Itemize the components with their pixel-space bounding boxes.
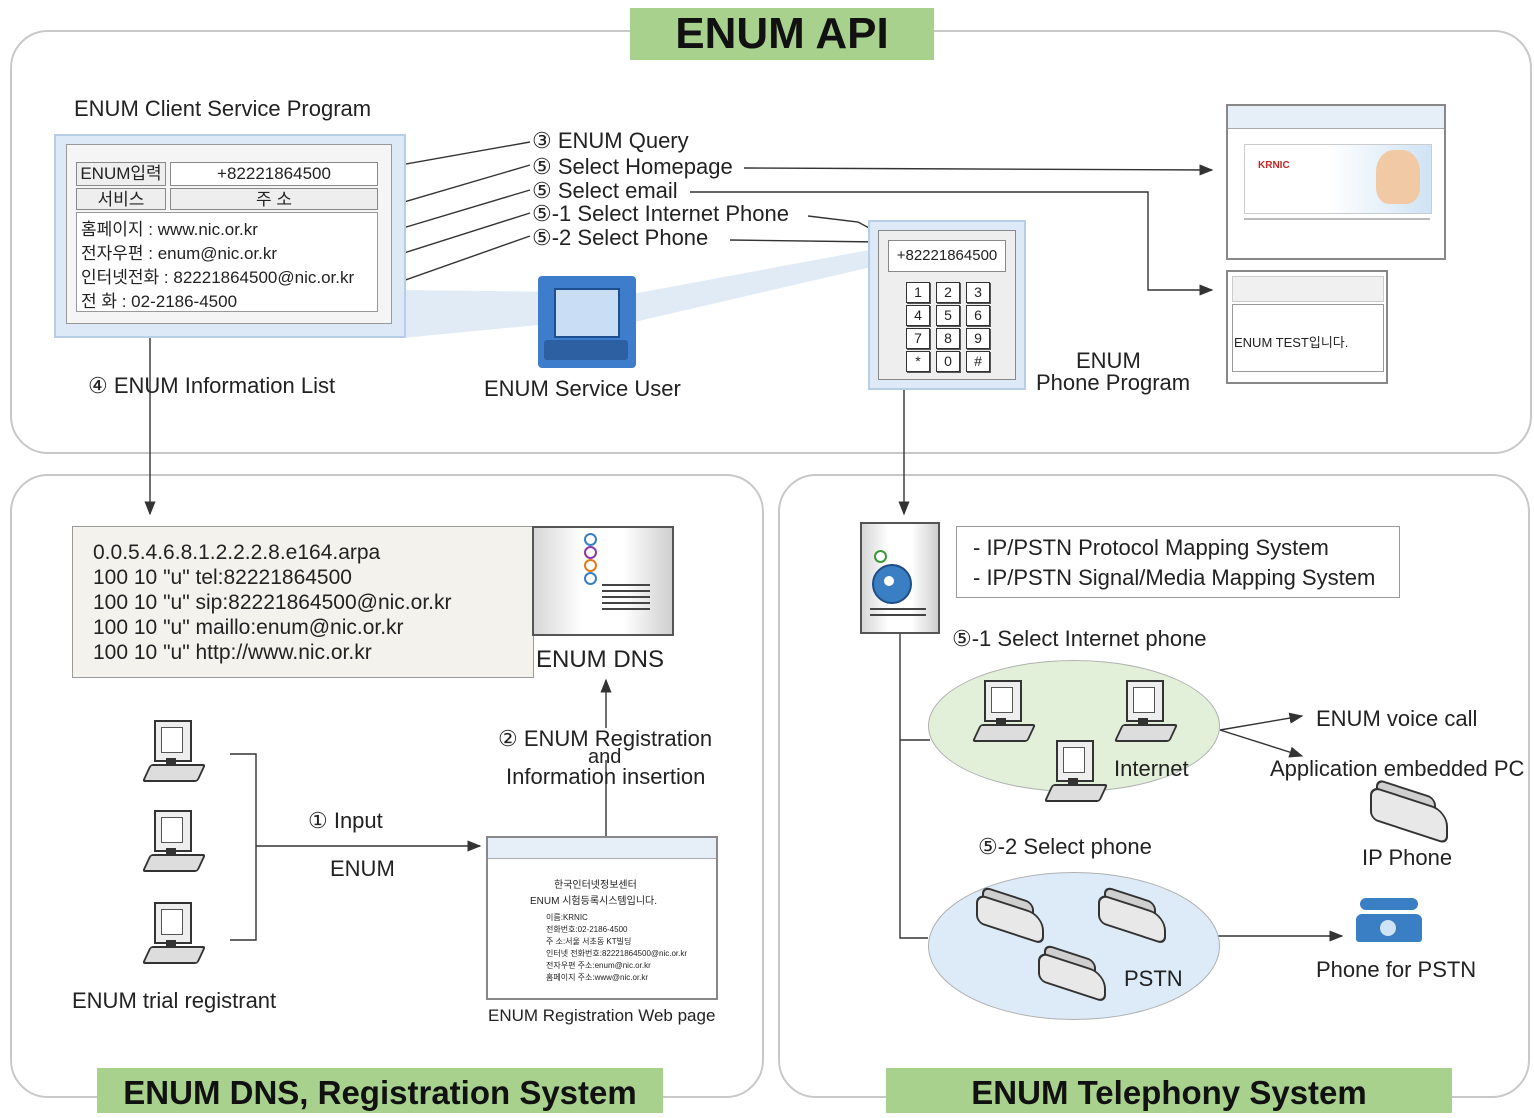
key-2[interactable]: 2	[936, 282, 960, 303]
mapping-system-box: - IP/PSTN Protocol Mapping System - IP/P…	[956, 526, 1400, 598]
mapping-line-1: - IP/PSTN Signal/Media Mapping System	[973, 565, 1376, 590]
reg-line-3: 전화번호:02-2186-4500	[546, 925, 628, 934]
phone-program: +82221864500 1 2 3 4 5 6 7 8 9 * 0 #	[868, 220, 1026, 390]
ip-phone-icon	[1370, 778, 1450, 845]
result-homepage[interactable]: 홈페이지 : www.nic.or.kr	[81, 220, 258, 239]
service-user-label: ENUM Service User	[484, 376, 681, 401]
pstn-phone-icon	[1098, 885, 1168, 946]
enum-input-field[interactable]: +82221864500	[170, 162, 378, 186]
dns-record-2: 100 10 "u" sip:82221864500@nic.or.kr	[93, 591, 452, 614]
dns-record-4: 100 10 "u" http://www.nic.or.kr	[93, 641, 372, 664]
reg-line-1: ENUM 시험등록시스템입니다.	[530, 896, 657, 907]
dns-dot-4	[584, 572, 597, 585]
key-0[interactable]: 0	[936, 351, 960, 372]
dns-dot-1	[584, 533, 597, 546]
reg-line-2: 이름:KRNIC	[546, 913, 588, 922]
ip-phone-label: IP Phone	[1362, 845, 1453, 870]
pstn-cloud	[928, 872, 1220, 1020]
key-5[interactable]: 5	[936, 305, 960, 326]
result-phone[interactable]: 전 화 : 02-2186-4500	[81, 292, 238, 311]
step-select-phone: ⑤-2 Select Phone	[532, 225, 709, 250]
registrant-label: ENUM trial registrant	[72, 988, 277, 1013]
phone-display: +82221864500	[888, 240, 1006, 272]
dns-record-3: 100 10 "u" maillo:enum@nic.or.kr	[93, 616, 404, 639]
step-registration: ② ENUM Registration	[498, 726, 713, 751]
registration-web-page: 한국인터넷정보센터 ENUM 시험등록시스템입니다. 이름:KRNIC 전화번호…	[486, 836, 718, 1000]
mapping-line-0: - IP/PSTN Protocol Mapping System	[973, 535, 1329, 560]
internet-pc-icon	[1113, 680, 1179, 750]
registrant-pc-icon	[141, 902, 207, 972]
homepage-thumbnail: KRNIC	[1226, 104, 1446, 260]
pstn-phone-icon	[1038, 943, 1108, 1004]
key-4[interactable]: 4	[906, 305, 930, 326]
result-internet-phone[interactable]: 인터넷전화 : 82221864500@nic.or.kr	[81, 268, 355, 287]
pstn-phone-blue-icon	[1356, 898, 1422, 944]
step-registration-insertion: Information insertion	[506, 764, 706, 789]
telephony-system-title: ENUM Telephony System	[886, 1068, 1452, 1113]
step-select-email: ⑤ Select email	[532, 178, 678, 203]
dns-record-0: 0.0.5.4.6.8.1.2.2.2.8.e164.arpa	[93, 541, 381, 564]
step-select-homepage: ⑤ Select Homepage	[532, 154, 733, 179]
reg-line-0: 한국인터넷정보센터	[554, 880, 637, 891]
reg-line-4: 주 소:서울 서초동 KT빌딩	[546, 937, 632, 946]
key-6[interactable]: 6	[966, 305, 990, 326]
key-hash[interactable]: #	[966, 351, 990, 372]
key-3[interactable]: 3	[966, 282, 990, 303]
dns-system-title: ENUM DNS, Registration System	[97, 1068, 663, 1113]
internet-label: Internet	[1114, 756, 1189, 781]
internet-pc-icon	[971, 680, 1037, 750]
dns-dot-3	[584, 559, 597, 572]
dns-server-icon	[532, 526, 674, 636]
phone-pstn-label: Phone for PSTN	[1316, 957, 1477, 982]
reg-line-5: 인터넷 전화번호:82221864500@nic.or.kr	[546, 949, 688, 958]
result-email[interactable]: 전자우편 : enum@nic.or.kr	[81, 244, 278, 263]
app-pc-label: Application embedded PC	[1270, 756, 1525, 781]
pstn-phone-icon	[976, 885, 1046, 946]
pstn-label: PSTN	[1124, 966, 1183, 991]
email-thumb-text: ENUM TEST입니다.	[1234, 335, 1349, 350]
registrant-pc-icon	[141, 810, 207, 880]
key-1[interactable]: 1	[906, 282, 930, 303]
col-service-header: 서비스	[76, 188, 166, 210]
internet-pc-icon	[1043, 740, 1109, 810]
dns-records-box: 0.0.5.4.6.8.1.2.2.2.8.e164.arpa 100 10 "…	[72, 526, 534, 678]
client-result-list: 홈페이지 : www.nic.or.kr 전자우편 : enum@nic.or.…	[76, 212, 378, 312]
gateway-dot	[874, 550, 887, 563]
gateway-disc-icon	[872, 564, 912, 604]
key-9[interactable]: 9	[966, 328, 990, 349]
dns-server-label: ENUM DNS	[536, 646, 665, 673]
main-title: ENUM API	[630, 8, 934, 60]
step-registration-and: and	[588, 746, 622, 768]
step-input-sub: ENUM	[330, 856, 395, 881]
reg-line-6: 전자우편 주소:enum@nic.or.kr	[546, 961, 651, 970]
step-enum-query: ③ ENUM Query	[532, 128, 689, 153]
step-select-internet-phone-2: ⑤-1 Select Internet phone	[952, 626, 1207, 651]
voice-call-label: ENUM voice call	[1316, 706, 1478, 731]
reg-line-7: 홈페이지 주소:www@nic.or.kr	[546, 973, 649, 982]
child-photo	[1376, 150, 1420, 204]
step-input: ① Input	[308, 808, 383, 833]
key-star[interactable]: *	[906, 351, 930, 372]
registration-page-caption: ENUM Registration Web page	[488, 1006, 716, 1025]
client-service-program: ENUM입력 +82221864500 서비스 주 소 홈페이지 : www.n…	[54, 134, 406, 338]
key-7[interactable]: 7	[906, 328, 930, 349]
laptop-icon	[538, 276, 636, 368]
registrant-pc-icon	[141, 720, 207, 790]
enum-input-label: ENUM입력	[76, 162, 166, 186]
homepage-thumb-logo: KRNIC	[1258, 160, 1290, 171]
dns-dot-2	[584, 546, 597, 559]
key-8[interactable]: 8	[936, 328, 960, 349]
step-info-list: ④ ENUM Information List	[88, 373, 336, 398]
col-address-header: 주 소	[170, 188, 378, 210]
phone-program-label-2: Phone Program	[1036, 370, 1191, 395]
email-thumbnail: ENUM TEST입니다.	[1226, 270, 1388, 384]
gateway-server-icon	[860, 522, 940, 634]
phone-program-label-1: ENUM	[1076, 348, 1141, 373]
step-select-phone-2: ⑤-2 Select phone	[978, 834, 1152, 859]
client-heading: ENUM Client Service Program	[74, 96, 372, 121]
step-select-internet-phone: ⑤-1 Select Internet Phone	[532, 201, 789, 226]
dns-record-1: 100 10 "u" tel:82221864500	[93, 566, 352, 589]
